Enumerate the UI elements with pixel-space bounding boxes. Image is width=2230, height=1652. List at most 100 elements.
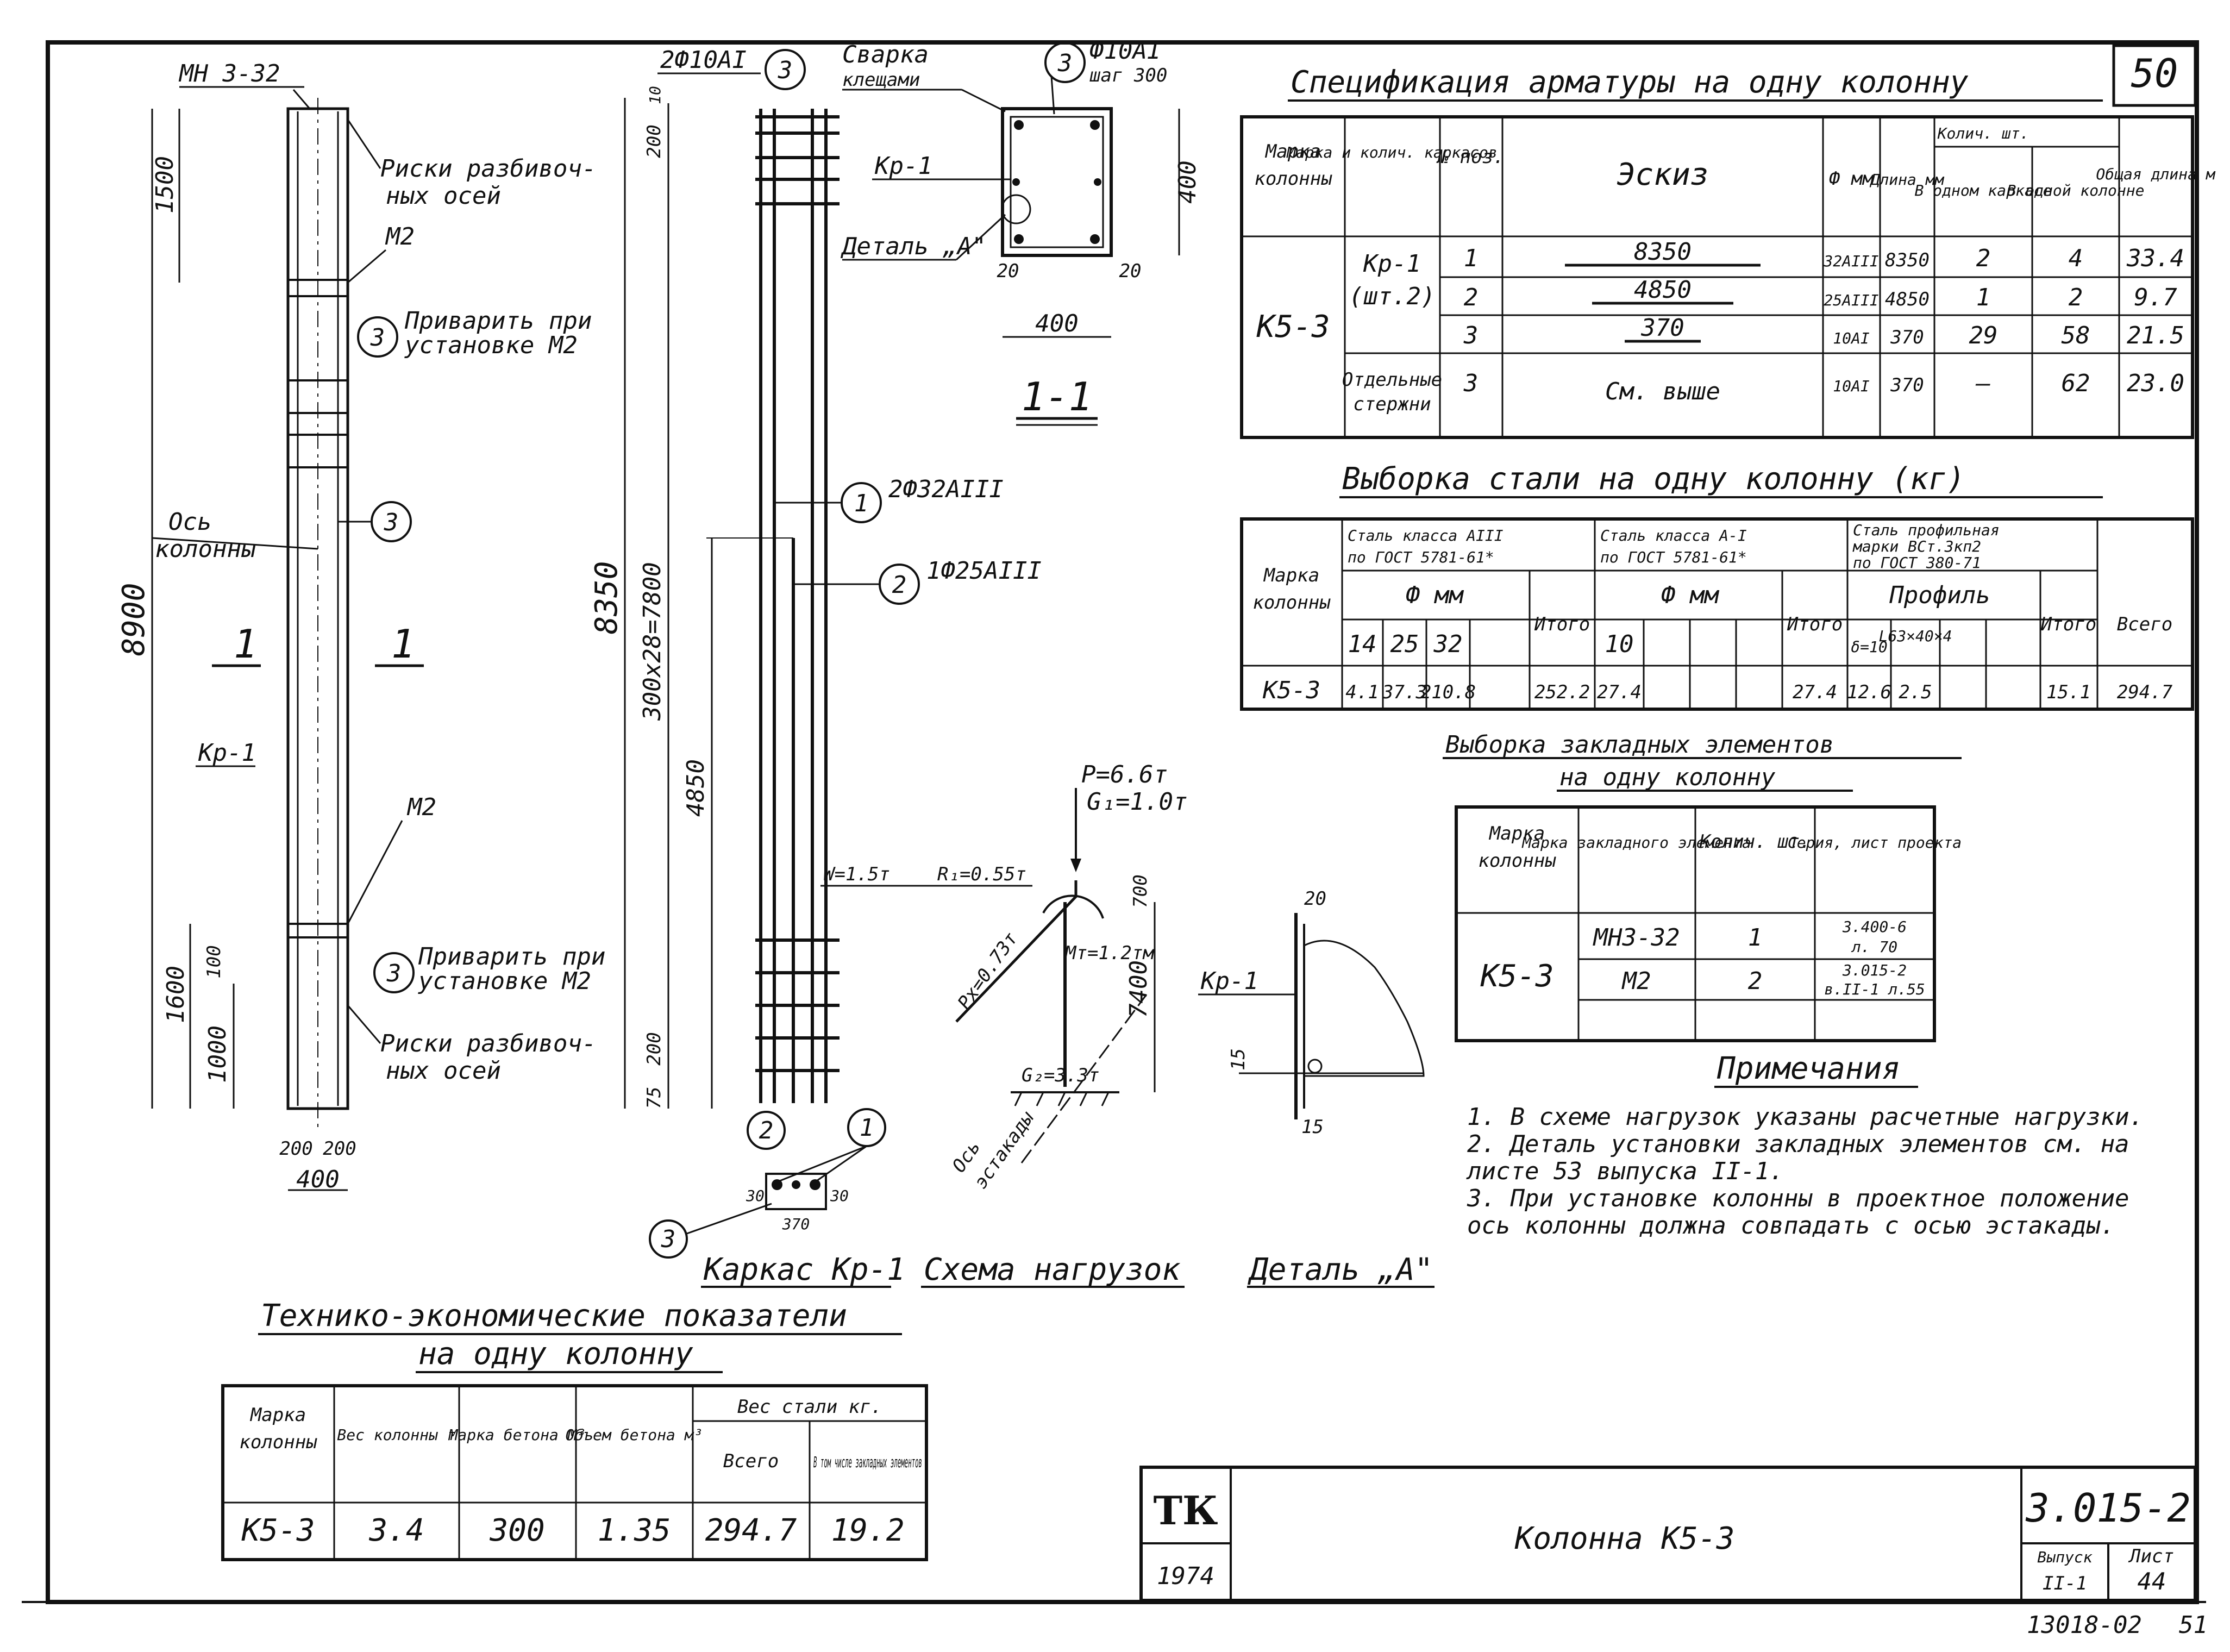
load-g2: G₂=3.3т (1022, 1065, 1099, 1086)
section-bar-note-1: Ф10АI (1089, 37, 1161, 65)
steel-h-itogo-c: Итого (2040, 614, 2096, 635)
frame-bubble-3-text: 3 (778, 57, 793, 84)
frame-section-bubble-2 (747, 1111, 786, 1150)
m2-bottom-label: М2 (406, 793, 436, 821)
steel-h-prof-1: Сталь профильная (1853, 521, 2000, 539)
section-bar-mr (1094, 178, 1101, 186)
spec-frame-2: (шт.2) (1349, 283, 1436, 310)
spec-frame-1: Кр-1 (1363, 250, 1421, 278)
embed-r1-ser-2: л. 70 (1851, 938, 1897, 956)
frame-bubble-1-text: 1 (854, 490, 869, 517)
detail-a-marker (1001, 194, 1031, 224)
spec-h-incol: В одной колонне (2007, 182, 2145, 199)
steel-d32: 32 (1433, 630, 1463, 658)
stamp-code: 3.015-2 (2025, 1485, 2190, 1531)
spec-row-3: 3 370 10АI 370 29 58 21.5 (1463, 314, 2184, 349)
bubble-3-top (357, 316, 398, 358)
spec-h-total: Общая длина м (2096, 165, 2215, 183)
note-axes-bottom-leader (347, 1005, 381, 1044)
frame-stirrups (755, 115, 840, 1072)
frame-section-dot-3 (792, 1180, 800, 1189)
tech-title-1: Технико-экономические показатели (261, 1298, 847, 1334)
frame-section-bubble-1-text: 1 (860, 1114, 874, 1142)
spec-r4-len: 370 (1890, 374, 1924, 396)
top-embed-label: МН 3-32 (178, 60, 280, 87)
embed-title-1: Выборка закладных элементов (1445, 731, 1834, 759)
detail-dim-15a: 15 (1227, 1048, 1249, 1071)
bubble-3-bottom-text: 3 (386, 960, 402, 987)
spec-r3-dia: 10АI (1833, 329, 1870, 347)
spec-h-qty: Колич. шт. (1937, 124, 2029, 142)
frame-kr1: 2Ф10АI 3 8350 10 200 300x28=7800 4850 75… (589, 46, 1042, 1288)
section-weld-note-1: Сварка (842, 41, 929, 68)
section-dim-400h: 400 (1035, 310, 1078, 337)
section-detail-label: Деталь „А" (840, 233, 986, 260)
spec-h-len: Длина мм (1870, 171, 1945, 189)
steel-title: Выборка стали на одну колонну (кг) (1342, 461, 1965, 497)
embed-r2-el: М2 (1621, 967, 1651, 995)
title-stamp: ТК 1974 Колонна К5-3 3.015-2 Выпуск II-1… (1139, 1466, 2208, 1639)
spec-h-dia: Ф мм (1829, 168, 1874, 190)
frame-bubble-3 (765, 49, 806, 90)
load-scheme: Р=6.6т G₁=1.0т W=1.5т R₁=0.55т Рх=0.73т … (820, 761, 1187, 1288)
spec-r2-dia: 25АIII (1824, 291, 1878, 309)
spec-r3-sketch: 370 (1640, 314, 1684, 342)
tech-weight: 3.4 (368, 1513, 424, 1548)
m2-top-label: М2 (385, 223, 415, 251)
load-dim-700: 700 (1130, 874, 1151, 908)
note-line-4: 3. При установке колонны в проектное пол… (1467, 1185, 2129, 1212)
spec-r1-len: 8350 (1885, 249, 1930, 271)
tech-border (221, 1384, 928, 1561)
spec-r3-len: 370 (1890, 327, 1924, 348)
spec-r4-sketch: См. выше (1605, 378, 1720, 405)
embed-r2-qty: 2 (1748, 967, 1763, 995)
embed-h-ser: Серия, лист проекта (1788, 834, 1962, 852)
steel-d25: 25 (1390, 630, 1419, 658)
frame-sec-30b: 30 (830, 1187, 849, 1205)
frame-section-dot-2 (810, 1179, 820, 1190)
detail-concrete-edge (1304, 940, 1425, 1077)
steel-h-mark-2: колонны (1252, 592, 1331, 614)
section-weld-note-2: клещами (842, 69, 920, 91)
load-r1: R₁=0.55т (937, 863, 1026, 885)
spec-grid (1242, 117, 2193, 437)
column-stirrups (288, 279, 348, 938)
frame-section-leader-3 (686, 1203, 772, 1235)
steel-table: Выборка стали на одну колонну (кг) Марка (1240, 461, 2194, 711)
frame-section-leader-1 (815, 1145, 867, 1183)
spec-h-frame: Марка и колич. каркасов (1286, 143, 1498, 161)
steel-h-a1-2: по ГОСТ 5781-61* (1600, 548, 1747, 566)
note-weld-bottom-2: установке М2 (418, 967, 591, 995)
spec-h-pos: № поз. (1436, 146, 1505, 168)
notes: Примечания 1. В схеме нагрузок указаны р… (1466, 1051, 2144, 1240)
steel-v25: 37.3 (1382, 681, 1427, 703)
spec-table: Спецификация арматуры на одну колонну Ма… (1240, 65, 2216, 439)
load-p: Р=6.6т (1081, 761, 1168, 789)
detail-kr: Кр-1 (1200, 967, 1258, 995)
section-bar-tl (1014, 120, 1024, 130)
tech-h-steel: Вес стали кг. (737, 1396, 882, 1418)
frame-sec-30a: 30 (746, 1187, 765, 1205)
notes-title: Примечания (1717, 1051, 1900, 1086)
embed-r1-ser-1: 3.400-6 (1842, 918, 1907, 936)
embed-r2-ser-2: в.II-1 л.55 (1824, 980, 1925, 998)
tech-h-embed: В том числе закладных элементов (813, 1453, 922, 1471)
archive-number-2: 51 (2179, 1611, 2208, 1639)
steel-grid (1242, 519, 2193, 709)
embed-table: Выборка закладных элементов на одну коло… (1443, 731, 1962, 1042)
spec-r2-inframe: 1 (1976, 284, 1991, 311)
load-title: Схема нагрузок (924, 1252, 1180, 1287)
steel-mark: К5-3 (1262, 677, 1320, 704)
section-outline (1001, 107, 1113, 257)
embed-mark: К5-3 (1480, 959, 1554, 994)
section-kr-label: Кр-1 (874, 152, 932, 180)
spec-r1-total: 33.4 (2126, 245, 2184, 272)
sheet-number: 50 (2131, 51, 2178, 96)
steel-h-prof-2: марки ВСт.3кп2 (1852, 537, 1981, 555)
archive-number: 13018-02 (2027, 1611, 2142, 1639)
note-line-5: ось колонны должна совпадать с осью эста… (1467, 1212, 2115, 1240)
steel-h-profile: Профиль (1889, 581, 1990, 609)
steel-h-total: Всего (2117, 614, 2172, 635)
detail-weld (1307, 1059, 1323, 1074)
